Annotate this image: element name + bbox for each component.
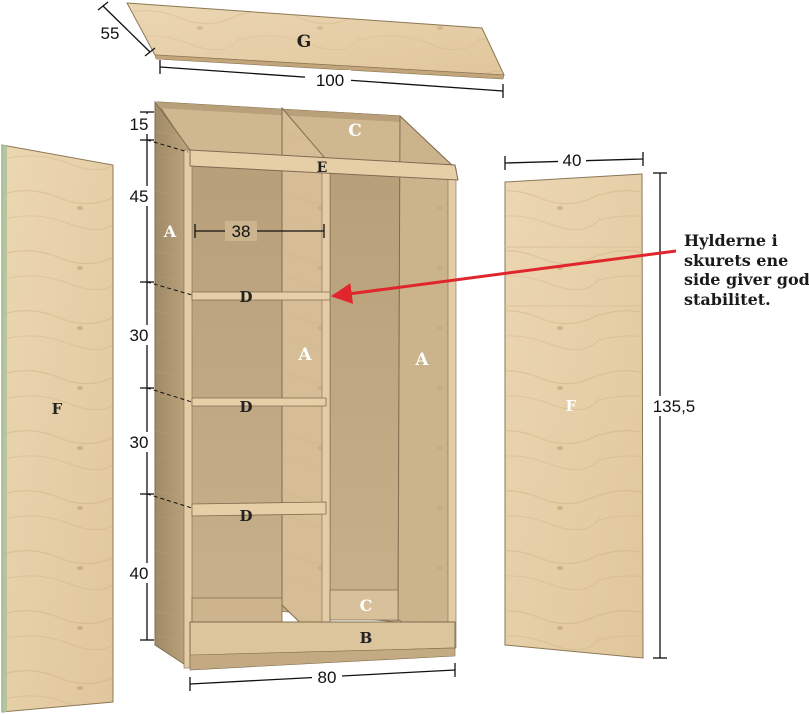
right-door-panel-f: F	[504, 173, 644, 659]
left-door-panel-f: F	[1, 144, 114, 713]
bottom-label: B	[360, 629, 373, 647]
cabinet-width-value: 80	[318, 668, 337, 687]
top-front-label: E	[317, 160, 328, 176]
bottom-back-label: C	[360, 596, 373, 615]
note-line-3: side giver god	[684, 270, 809, 289]
door-width-value: 40	[563, 151, 582, 170]
note-line-2: skurets ene	[684, 250, 789, 270]
roof-label: G	[297, 32, 312, 52]
shelf-gap-1-value: 30	[130, 326, 149, 345]
upper-section-value: 45	[130, 187, 149, 206]
top-back-label: C	[348, 121, 362, 141]
left-door-label: F	[52, 400, 63, 418]
divider-label: A	[297, 345, 312, 365]
note-line-4: stabilitet.	[684, 289, 771, 309]
roof-panel-g: G	[126, 2, 505, 80]
note-line-1: Hylderne i	[684, 231, 778, 250]
roof-depth-dimension: 55	[97, 1, 156, 57]
shelf-2-label: D	[239, 398, 252, 416]
right-side-label: A	[414, 350, 429, 370]
callout-arrow	[330, 249, 677, 304]
shelf-width-value: 38	[232, 222, 251, 241]
bottom-section-value: 40	[130, 564, 149, 583]
door-height-value: 135,5	[653, 397, 696, 416]
right-door-label: F	[566, 397, 577, 415]
shelf-1-label: D	[239, 288, 252, 306]
height-dimensions-left: 15 45 30 30 40	[127, 111, 193, 641]
shelf-3-label: D	[239, 507, 252, 525]
shelf-width-dimension: 38	[194, 221, 325, 241]
roof-depth-value: 55	[101, 24, 120, 43]
shelf-gap-2-value: 30	[130, 433, 149, 452]
cabinet-frame	[154, 100, 459, 671]
top-gap-value: 15	[130, 115, 149, 134]
roof-width-dimension: 100	[159, 60, 504, 98]
stability-note: Hylderne i skurets ene side giver god st…	[684, 231, 809, 309]
door-width-dimension: 40	[504, 150, 644, 170]
roof-width-value: 100	[316, 71, 344, 90]
left-side-label: A	[163, 222, 177, 241]
cabinet-width-dimension: 80	[189, 663, 456, 691]
